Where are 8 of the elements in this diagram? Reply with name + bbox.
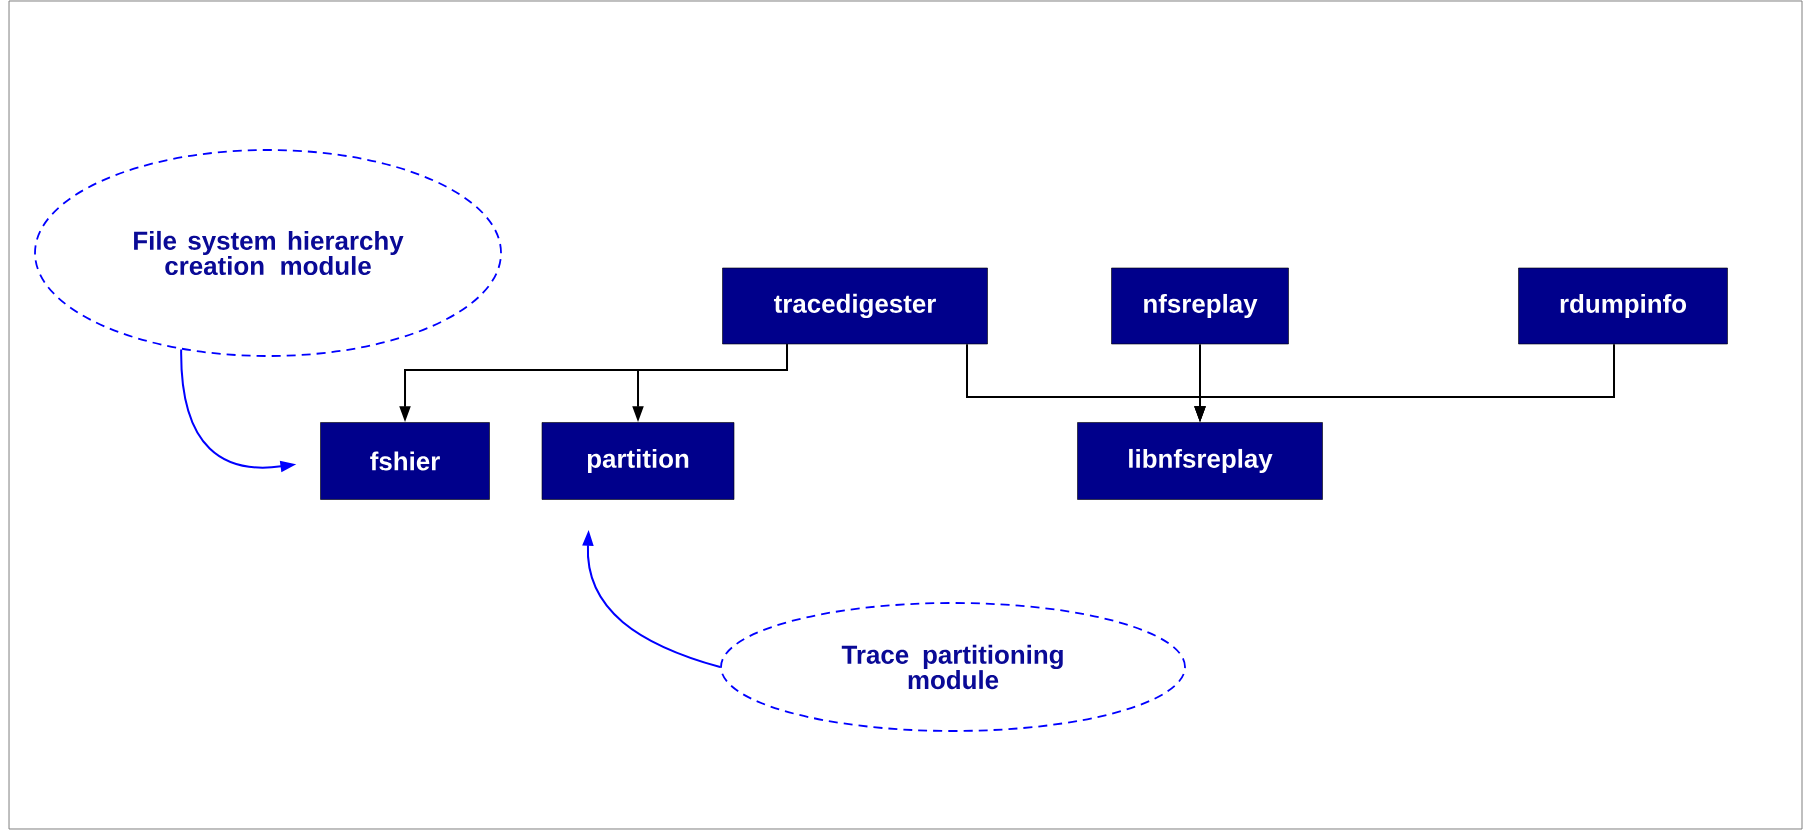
module-box: tracedigester — [722, 267, 988, 345]
module-box: rdumpinfo — [1518, 267, 1728, 345]
module-box: nfsreplay — [1111, 267, 1289, 345]
module-box: fshier — [320, 422, 490, 500]
module-callout: File system hierarchy creation module — [34, 149, 502, 357]
module-callout: Trace partitioning module — [720, 602, 1186, 732]
module-box: libnfsreplay — [1077, 422, 1323, 500]
module-box: partition — [541, 422, 735, 500]
